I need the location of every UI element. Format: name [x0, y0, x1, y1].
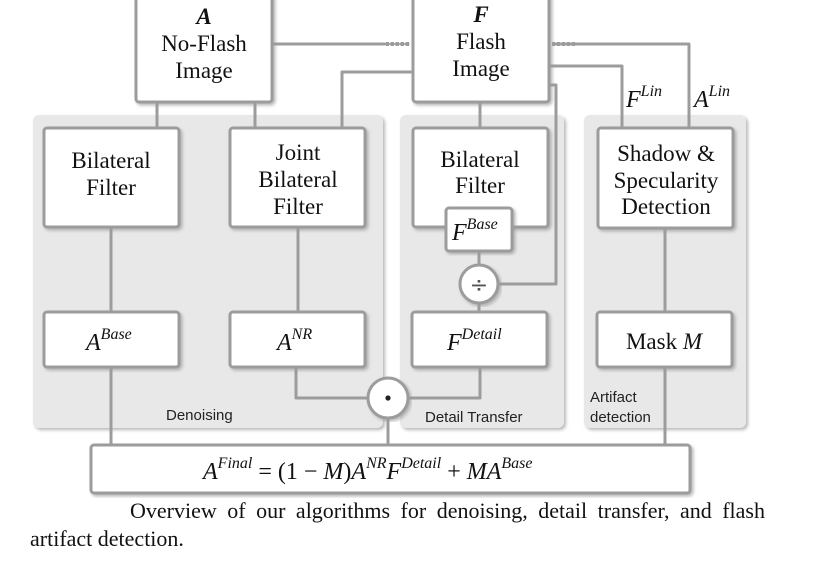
a-nr-box: ANR: [228, 310, 367, 369]
flash-label-line1: Flash: [456, 29, 506, 54]
dotted-links: [386, 42, 575, 46]
connector-flash-to-shadow: [548, 64, 624, 130]
divide-operator: ÷: [458, 263, 500, 305]
connector-flash-to-divide: [496, 83, 558, 286]
shadow-line3: Detection: [621, 194, 711, 219]
multiply-operator: ·: [366, 376, 410, 420]
artifact-panel-label-line2: detection: [590, 409, 651, 426]
flash-image-box: F Flash Image: [411, 0, 551, 104]
no-flash-symbol: A: [194, 4, 211, 29]
bilateral-filter-a-box: Bilateral Filter: [42, 126, 181, 229]
joint-bilateral-line1: Joint: [276, 140, 321, 165]
multiply-dot: [385, 395, 391, 401]
a-base-label: ABase: [84, 326, 132, 356]
joint-bilateral-filter-box: Joint Bilateral Filter: [228, 126, 367, 229]
shadow-specularity-box: Shadow & Specularity Detection: [596, 126, 735, 230]
f-base-box: FBase: [444, 206, 514, 253]
f-base-label: FBase: [451, 216, 498, 246]
denoising-panel-label: Denoising: [166, 407, 233, 424]
no-flash-image-box: A No-Flash Image: [134, 0, 274, 104]
a-base-box: ABase: [42, 310, 181, 369]
shadow-line2: Specularity: [614, 168, 719, 193]
final-formula-box: AFinal = (1 − M)ANRFDetail + MABase: [89, 443, 692, 495]
connector-fdetail-to-multiply: [406, 365, 482, 400]
shadow-line1: Shadow &: [617, 141, 715, 166]
bilateral-a-line2: Filter: [86, 175, 136, 200]
figure-caption: Overview of our algorithms for denoising…: [30, 498, 765, 551]
f-lin-label: FLin: [625, 83, 662, 113]
joint-bilateral-line2: Bilateral: [258, 167, 337, 192]
artifact-panel-label-line1: Artifact: [590, 389, 638, 406]
detail-transfer-panel-label: Detail Transfer: [425, 409, 523, 426]
f-detail-box: FDetail: [410, 310, 549, 369]
flash-symbol: F: [472, 2, 488, 27]
a-nr-label: ANR: [275, 326, 312, 356]
f-detail-label: FDetail: [446, 326, 502, 356]
no-flash-label-line1: No-Flash: [161, 31, 247, 56]
flash-label-line2: Image: [452, 56, 509, 81]
joint-bilateral-line3: Filter: [273, 194, 323, 219]
divide-symbol: ÷: [470, 273, 488, 298]
bilateral-a-line1: Bilateral: [71, 148, 150, 173]
mask-label: Mask M: [626, 329, 704, 354]
connector-anr-to-multiply: [294, 365, 370, 400]
final-formula: AFinal = (1 − M)ANRFDetail + MABase: [201, 455, 533, 485]
no-flash-label-line2: Image: [175, 58, 232, 83]
a-lin-label: ALin: [692, 83, 730, 113]
bilateral-f-line1: Bilateral: [440, 147, 519, 172]
connector-flash-top-route: [575, 42, 691, 130]
mask-box: Mask M: [595, 310, 734, 369]
bilateral-filter-f-box: Bilateral Filter: [411, 126, 550, 229]
bilateral-f-line2: Filter: [455, 173, 505, 198]
